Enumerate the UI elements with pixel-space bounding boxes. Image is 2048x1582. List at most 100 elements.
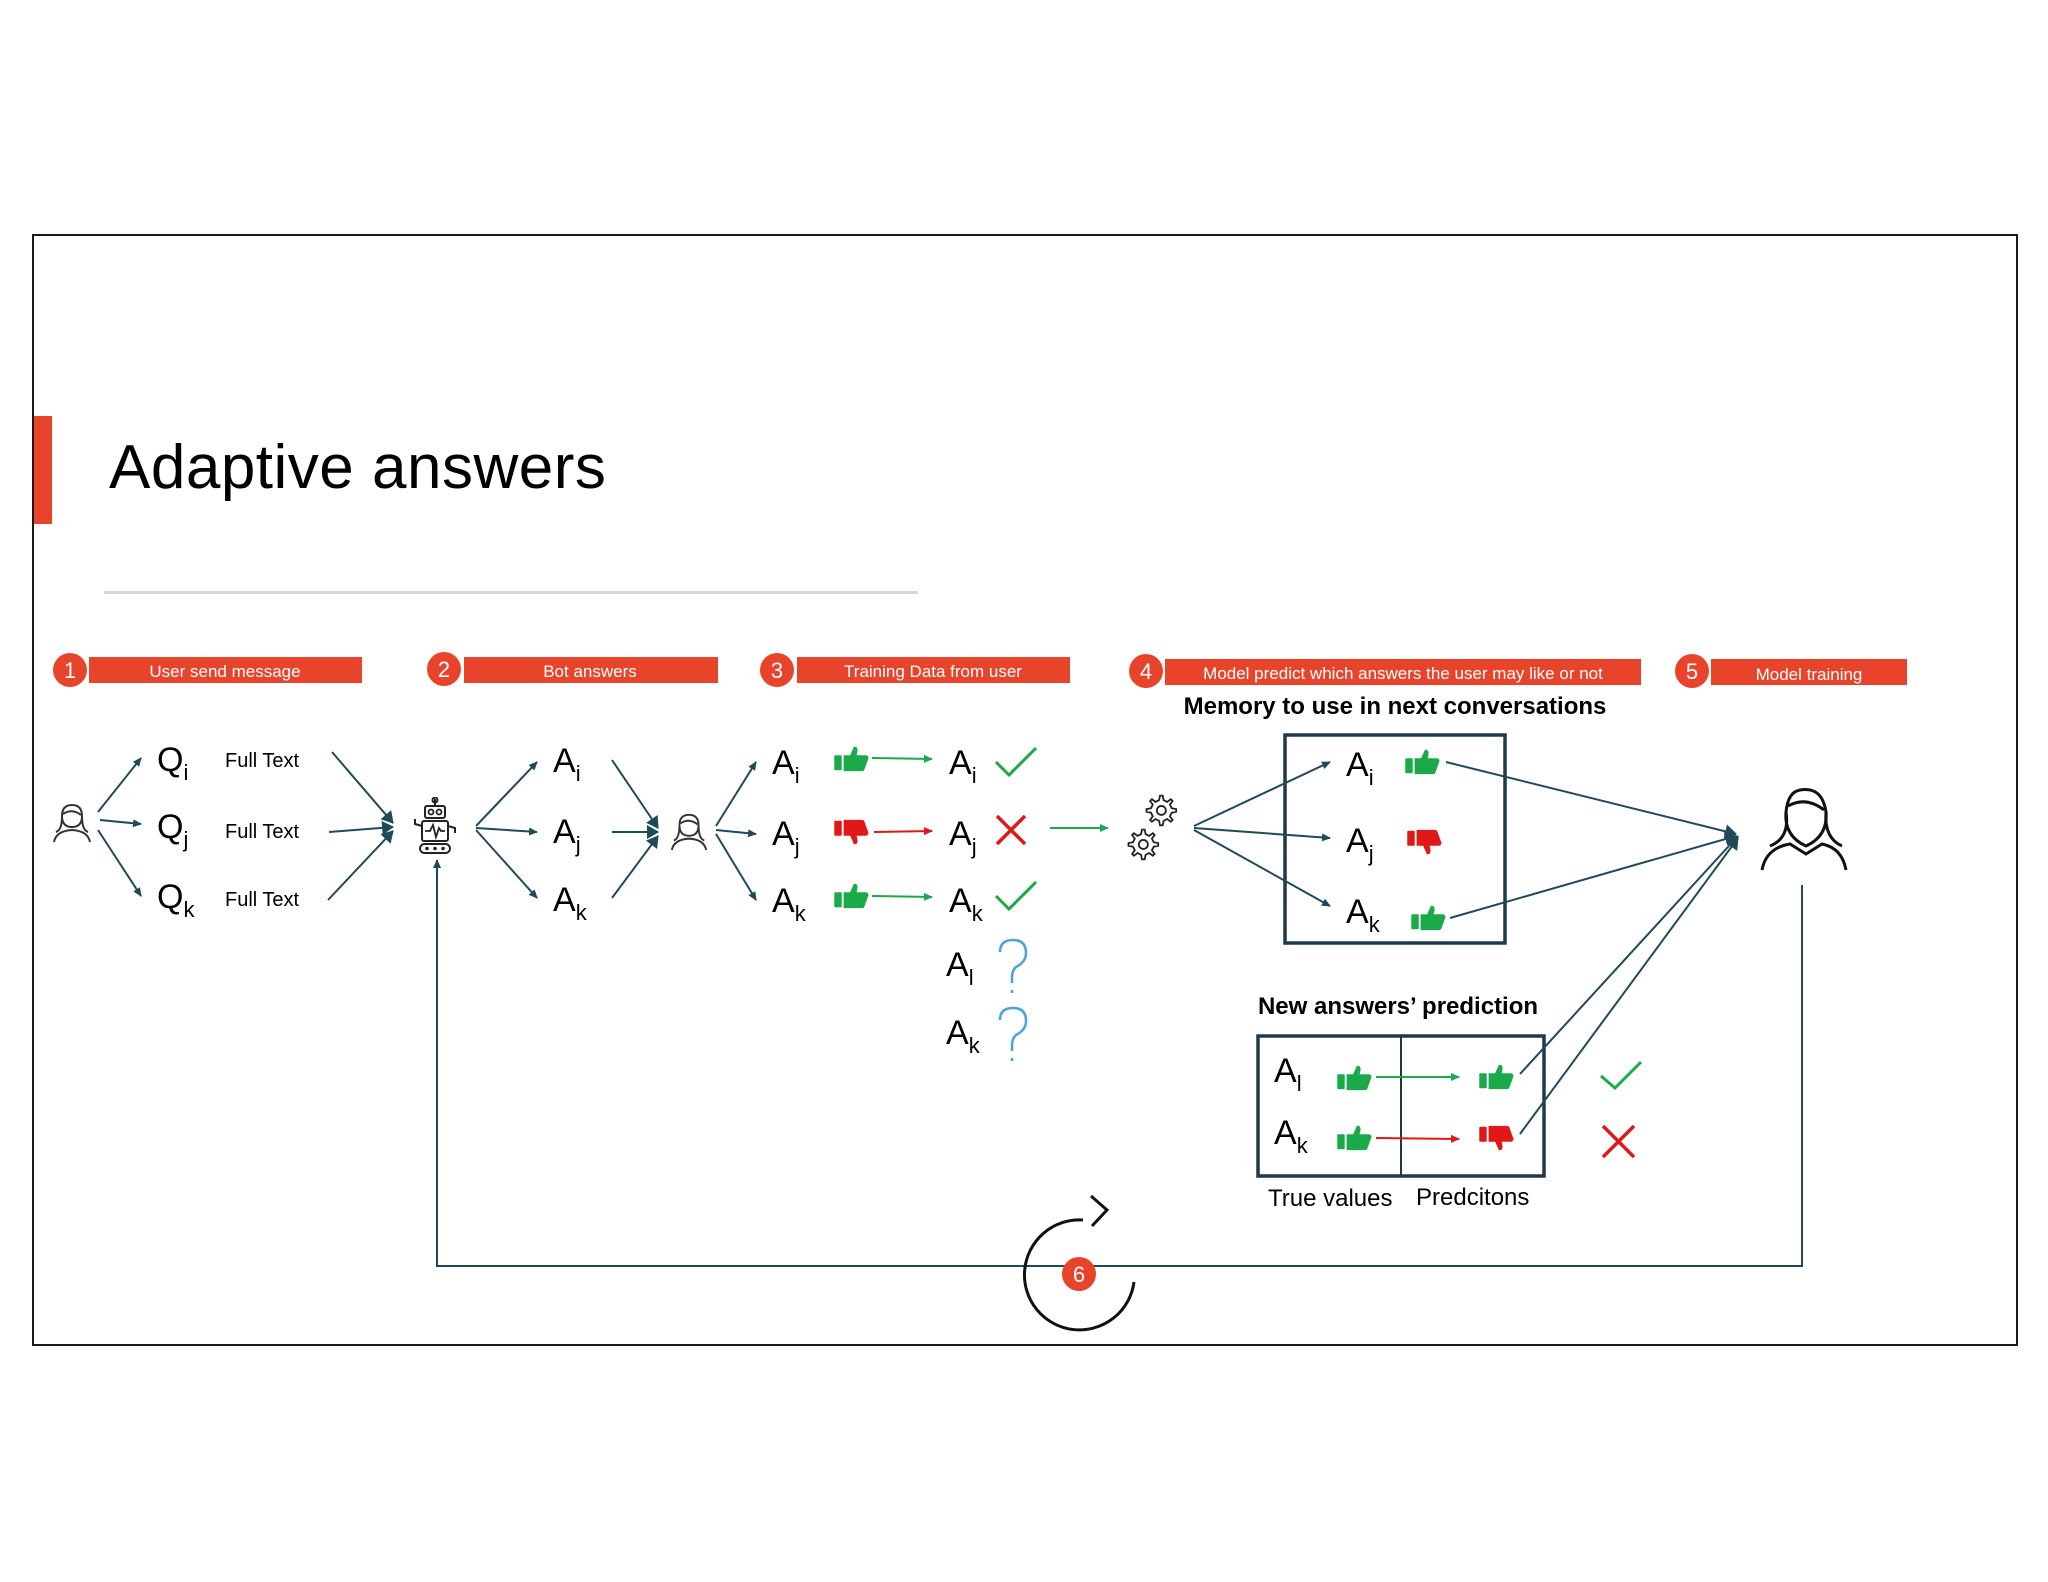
memory-answer-i: Ai bbox=[1346, 746, 1374, 790]
step-4-label: Model predict which answers the user may… bbox=[1203, 664, 1603, 683]
arrow-prediction-l-to-user bbox=[1519, 835, 1739, 1075]
step-2-badge bbox=[427, 652, 461, 686]
user-icon-start bbox=[53, 804, 91, 843]
question-i: Qi bbox=[157, 741, 188, 785]
thumb-up-icon bbox=[1337, 1125, 1372, 1151]
arrow-memory-ai-to-user bbox=[1445, 761, 1737, 839]
arrow-user-to-train-ai bbox=[715, 761, 757, 827]
arrow-feedback-i bbox=[871, 754, 933, 763]
arrow-user-to-train-aj bbox=[715, 829, 757, 838]
thumb-up-icon bbox=[1405, 749, 1440, 775]
arrow-user-to-qk bbox=[97, 829, 142, 897]
arrow-model-to-memory-aj bbox=[1193, 827, 1331, 842]
step-1-header: 1 User send message bbox=[53, 653, 362, 687]
prediction-answer-l: Al bbox=[1274, 1052, 1302, 1096]
loop-cycle-arc bbox=[1022, 1218, 1136, 1332]
thumb-up-icon bbox=[1411, 905, 1446, 931]
arrow-user-to-train-ak bbox=[715, 833, 757, 901]
question-i-text: Full Text bbox=[225, 750, 300, 772]
memory-answer-j: Aj bbox=[1346, 822, 1374, 866]
question-mark-icon bbox=[998, 938, 1028, 993]
step-3-label: Training Data from user bbox=[844, 662, 1022, 681]
step-6-number: 6 bbox=[1073, 1262, 1085, 1287]
arrow-memory-ak-to-user bbox=[1449, 832, 1737, 919]
check-icon bbox=[994, 746, 1038, 778]
train-answer-k: Ak bbox=[772, 882, 807, 926]
train-answer-i: Ai bbox=[772, 744, 800, 788]
step-2-number: 2 bbox=[438, 657, 450, 682]
step-4-badge bbox=[1129, 654, 1163, 688]
step-2-header: 2 Bot answers bbox=[427, 652, 718, 686]
arrow-user-to-qj bbox=[99, 819, 142, 828]
arrow-qj-to-bot bbox=[328, 820, 394, 835]
arrow-qi-to-bot bbox=[331, 751, 394, 824]
question-k-text: Full Text bbox=[225, 889, 300, 911]
thumb-down-icon bbox=[834, 819, 869, 845]
loop-cycle-arrowhead bbox=[1090, 1194, 1110, 1228]
question-mark-icon bbox=[998, 1006, 1028, 1061]
step-1-number: 1 bbox=[64, 658, 76, 683]
thumb-up-icon bbox=[1337, 1065, 1372, 1091]
step-3-header: 3 Training Data from user bbox=[760, 653, 1070, 687]
check-icon bbox=[1600, 1060, 1643, 1091]
user-icon-feedback bbox=[670, 813, 708, 852]
step-6-badge bbox=[1062, 1257, 1096, 1291]
bot-answer-i: Ai bbox=[553, 742, 581, 786]
arrow-bot-to-ai bbox=[475, 761, 538, 827]
slide-title: Adaptive answers bbox=[109, 433, 607, 502]
thumb-down-icon bbox=[1407, 829, 1442, 855]
unknown-answer-l: Al bbox=[946, 946, 974, 990]
step-3-number: 3 bbox=[771, 658, 783, 683]
prediction-heading: New answers’ prediction bbox=[1258, 993, 1538, 1020]
step-1-bar bbox=[89, 657, 362, 683]
thumb-up-icon bbox=[834, 883, 869, 909]
prediction-answer-k: Ak bbox=[1274, 1114, 1309, 1158]
arrow-bot-to-ak bbox=[475, 829, 538, 899]
question-k: Qk bbox=[157, 878, 195, 922]
thumb-up-icon bbox=[1479, 1064, 1514, 1090]
memory-answer-k: Ak bbox=[1346, 893, 1381, 937]
loop-line-retrain bbox=[433, 859, 1803, 1267]
labeled-answer-k: Ak bbox=[949, 882, 984, 926]
labeled-answer-i: Ai bbox=[949, 744, 977, 788]
arrow-feedback-k bbox=[871, 892, 933, 901]
step-1-label: User send message bbox=[149, 662, 300, 681]
train-answer-j: Aj bbox=[772, 815, 800, 859]
title-accent-bar bbox=[34, 416, 52, 524]
step-5-header: 5 Model training bbox=[1675, 654, 1907, 688]
step-2-label: Bot answers bbox=[543, 662, 637, 681]
predictions-label: Predcitons bbox=[1416, 1184, 1529, 1211]
memory-heading: Memory to use in next conversations bbox=[1184, 693, 1607, 720]
check-icon bbox=[994, 880, 1038, 912]
arrow-prediction-k-to-user bbox=[1519, 837, 1739, 1135]
bot-answer-k: Ak bbox=[553, 881, 588, 925]
step-5-label: Model training bbox=[1756, 665, 1863, 684]
arrow-qk-to-bot bbox=[327, 830, 394, 901]
step-5-badge bbox=[1675, 654, 1709, 688]
arrow-ak-to-user bbox=[611, 835, 659, 899]
step-3-badge bbox=[760, 653, 794, 687]
slide-frame: Adaptive answers bbox=[32, 234, 2018, 1346]
thumb-up-icon bbox=[834, 746, 869, 772]
thumb-down-icon bbox=[1479, 1125, 1514, 1151]
question-j-text: Full Text bbox=[225, 821, 300, 843]
arrow-bot-to-aj bbox=[475, 827, 538, 836]
step-1-badge bbox=[53, 653, 87, 687]
question-j: Qj bbox=[157, 808, 188, 852]
memory-box bbox=[1283, 733, 1507, 945]
cross-icon bbox=[1601, 1124, 1636, 1159]
arrow-model-to-memory-ak bbox=[1193, 829, 1331, 907]
step-3-bar bbox=[797, 657, 1070, 683]
step-4-header: 4 Model predict which answers the user m… bbox=[1129, 654, 1641, 688]
step-5-bar bbox=[1711, 659, 1907, 685]
arrow-model-to-memory-ai bbox=[1193, 761, 1331, 827]
step-2-bar bbox=[464, 657, 718, 683]
cross-icon bbox=[995, 814, 1027, 846]
arrow-user-to-qi bbox=[97, 757, 142, 813]
arrow-feedback-j bbox=[873, 827, 933, 836]
step-4-number: 4 bbox=[1140, 659, 1152, 684]
gear-icon bbox=[1127, 828, 1160, 861]
user-icon-large bbox=[1760, 787, 1848, 871]
title-divider bbox=[104, 591, 918, 594]
